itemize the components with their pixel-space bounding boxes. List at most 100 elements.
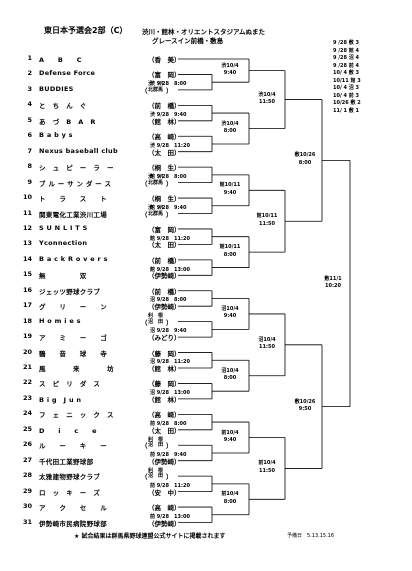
schedule-row: 10/ 4 敷 3	[333, 70, 359, 76]
team-name: 風 来 坊	[39, 365, 114, 373]
schedule-row: 9 /28 前 4	[333, 62, 359, 69]
round1-match: 沼 9/28 8:00	[150, 297, 187, 304]
team-name: 千代田工業野球部	[39, 457, 94, 466]
round1-match: 館 9/28 8:00	[150, 173, 187, 180]
team-number: 22	[22, 378, 32, 387]
team-name: A B C	[39, 56, 82, 64]
paren-open: （	[141, 473, 148, 482]
team-number: 25	[22, 424, 32, 433]
team-name: 伊勢崎市民病院野球部	[39, 519, 107, 528]
round1-match: 前 9/28 13:00	[150, 513, 190, 520]
team-location: （富 岡）	[148, 225, 181, 234]
team-location: （高 崎）	[148, 504, 181, 513]
team-name: Yconnection	[39, 239, 88, 248]
team-name: D i c e	[39, 426, 97, 435]
team-number: 10	[22, 193, 32, 202]
team-location: （太 田）	[148, 148, 181, 157]
team-number: 9	[27, 177, 32, 186]
team-location: （みどり）	[148, 334, 181, 343]
schedule-row: 9 /28 敷 3	[333, 40, 359, 46]
team-number: 16	[22, 285, 32, 294]
team-location: 利 根 沼 田	[148, 313, 164, 325]
team-number: 28	[22, 471, 32, 480]
team-number: 3	[27, 84, 32, 93]
team-location: （富 岡）	[148, 71, 181, 80]
team-location: （前 橋）	[148, 287, 181, 296]
paren-close: ）	[166, 86, 173, 95]
team-number: 15	[22, 270, 32, 279]
team-name: S U N L I T S	[39, 223, 88, 232]
round1-match: 館 9/28 13:00	[150, 266, 190, 273]
team-location: （伊勢崎）	[148, 303, 181, 312]
team-number: 29	[22, 486, 32, 495]
team-location: 渋 川 北群馬	[148, 205, 164, 217]
team-number: 17	[22, 301, 32, 310]
team-name: ス ピ リ ダ ス	[39, 380, 101, 389]
round1-match: 館 9/28 11:20	[150, 235, 190, 242]
team-number: 13	[22, 239, 32, 248]
team-number: 24	[22, 409, 32, 418]
team-location: （館 林）	[148, 365, 181, 373]
team-location: 利 根 沼 田	[148, 436, 164, 449]
team-name: Defense Force	[39, 69, 96, 78]
round1-match: 沼 9/28 13:00	[150, 390, 190, 397]
schedule-row: 11/ 1 敷 1	[333, 107, 359, 114]
paren-open: （	[141, 179, 148, 188]
team-number: 14	[22, 254, 32, 263]
team-location: （伊勢崎）	[148, 519, 181, 528]
team-name: B a b y s	[39, 131, 73, 140]
team-number: 26	[22, 440, 32, 449]
team-name: 関東電化工業渋川工場	[39, 210, 107, 219]
round1-match: 渋 9/28 11:20	[150, 142, 190, 149]
paren-open: （	[141, 442, 148, 451]
team-name: ト ラ ス ト	[39, 195, 107, 204]
team-location: 渋 川 北群馬	[148, 81, 164, 93]
schedule-row: 10/26 敷 2	[333, 100, 361, 106]
team-number: 12	[22, 223, 32, 232]
round1-match: 前 9/28 8:00	[150, 421, 187, 428]
team-number: 4	[27, 100, 32, 109]
team-location: （桐 生）	[148, 195, 181, 204]
team-name: シ ュ ピ ー ラ ー	[39, 164, 114, 173]
team-number: 2	[27, 69, 32, 78]
team-location: （館 林）	[148, 117, 181, 126]
round1-match: 前 9/28 11:20	[150, 482, 190, 489]
round1-match: 沼 9/28 11:20	[150, 359, 190, 366]
team-location: （前 橋）	[148, 102, 181, 111]
venue-list: 渋川・館林・オリエントスタジアムぬまた	[142, 28, 266, 36]
team-name: B i g J u n	[39, 395, 82, 404]
paren-close: ）	[166, 210, 173, 219]
team-location: （藤 岡）	[148, 380, 181, 389]
team-number: 11	[22, 208, 32, 217]
team-name: BUDDIES	[39, 84, 74, 93]
team-location: （安 中）	[148, 488, 181, 497]
team-name: 太雅建物野球クラブ	[39, 473, 101, 482]
team-number: 23	[22, 393, 32, 402]
venue-list-2: グレースイン前橋・敷島	[152, 37, 224, 45]
paren-open: （	[141, 210, 148, 219]
team-name: ロ ッ キ ー ズ	[39, 488, 101, 497]
team-location: （館 林）	[148, 395, 181, 404]
team-location: （太 田）	[148, 426, 181, 435]
schedule-row: 9 /28 館 4	[333, 47, 359, 54]
team-name: ジェッツ野球クラブ	[39, 287, 101, 296]
schedule-row: 10/ 4 前 3	[333, 92, 359, 99]
team-name: あ づ B A R	[39, 117, 96, 126]
team-number: 19	[22, 332, 32, 341]
page-title: 東日本予選会2部（C）	[44, 26, 128, 35]
paren-open: （	[141, 86, 148, 95]
paren-close: ）	[166, 473, 173, 482]
team-number: 27	[22, 455, 32, 464]
team-name: フ ェ ニ ッ ク ス	[39, 411, 114, 420]
paren-open: （	[141, 318, 148, 327]
team-number: 1	[27, 54, 32, 62]
team-number: 31	[22, 517, 32, 526]
